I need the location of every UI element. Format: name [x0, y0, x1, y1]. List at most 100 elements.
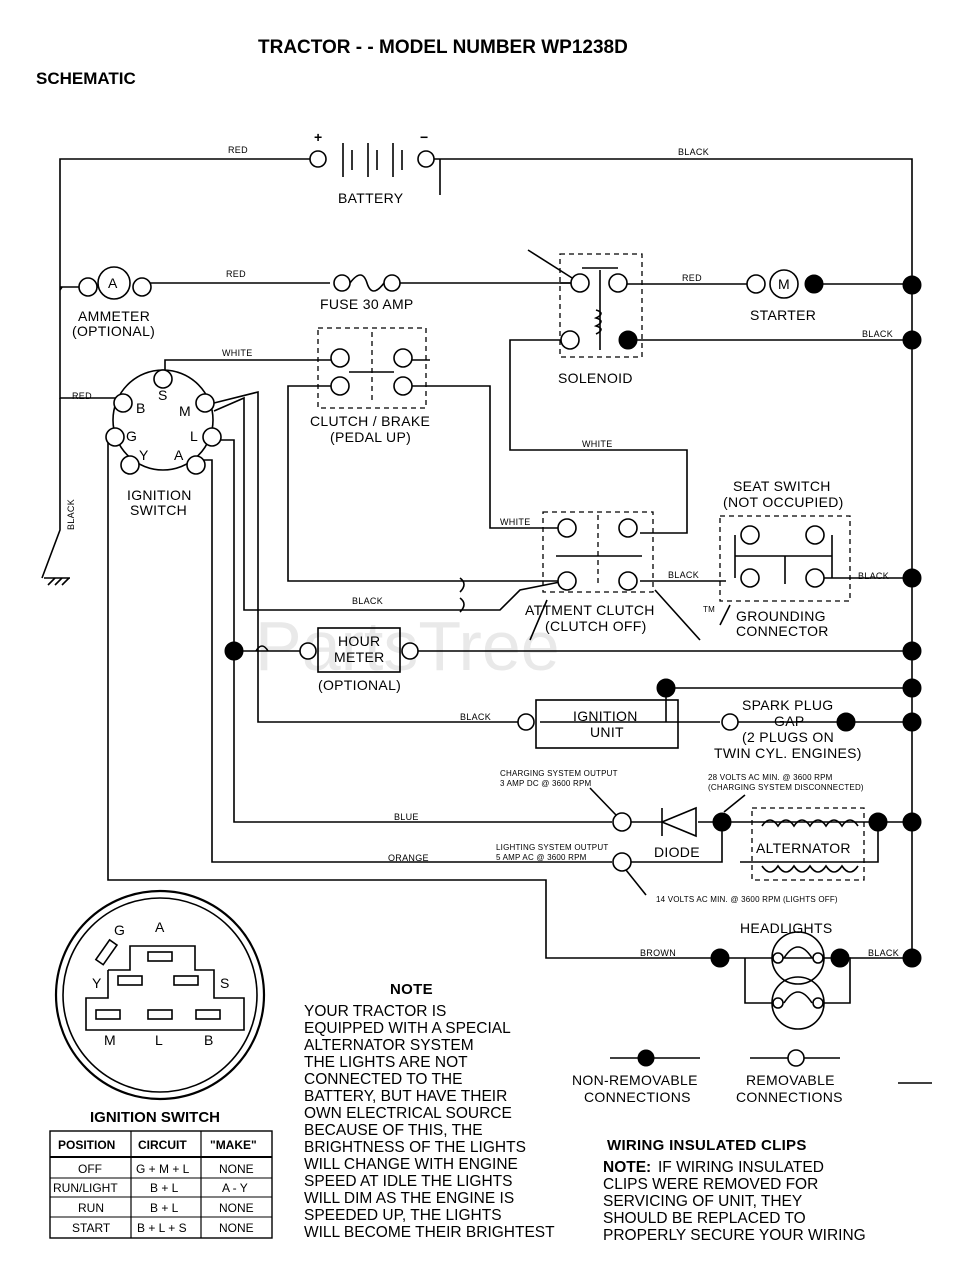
- headlights-label: HEADLIGHTS: [740, 920, 832, 936]
- ignition-switch-label: IGNITION: [127, 487, 192, 503]
- table-cell: A - Y: [222, 1181, 248, 1195]
- note-line: THE LIGHTS ARE NOT: [304, 1054, 468, 1071]
- hour-meter: HOUR METER (OPTIONAL): [299, 627, 419, 693]
- note-line: SPEEDED UP, THE LIGHTS: [304, 1207, 502, 1224]
- legend-removable-2: CONNECTIONS: [736, 1089, 843, 1105]
- spark-plug-label: SPARK PLUG: [742, 697, 833, 713]
- face-terminal-b: B: [204, 1032, 214, 1048]
- junction-dots: [224, 275, 922, 968]
- solenoid: SOLENOID: [558, 253, 643, 386]
- spark-plug: SPARK PLUG GAP (2 PLUGS ON TWIN CYL. ENG…: [714, 697, 862, 761]
- volts-14-label: 14 VOLTS AC MIN. @ 3600 RPM (LIGHTS OFF): [656, 895, 838, 904]
- diode-label: DIODE: [654, 844, 700, 860]
- clips-line: CLIPS WERE REMOVED FOR: [603, 1176, 818, 1193]
- legend-removable: REMOVABLE: [746, 1072, 835, 1088]
- ammeter-label: AMMETER: [78, 308, 150, 324]
- face-terminal-l: L: [155, 1032, 163, 1048]
- attach-clutch-sub: (CLUTCH OFF): [545, 618, 647, 634]
- terminal-s: S: [158, 387, 168, 403]
- table-cell: RUN/LIGHT: [53, 1181, 118, 1195]
- note-heading: NOTE: [390, 981, 433, 998]
- ammeter: A AMMETER (OPTIONAL): [72, 266, 155, 339]
- face-terminal-a: A: [155, 919, 165, 935]
- spark-plug-note-2: TWIN CYL. ENGINES): [714, 745, 862, 761]
- ignition-switch-face: A G Y S M L B: [54, 889, 266, 1101]
- wire-brown: BROWN: [640, 948, 676, 958]
- wires: [41, 158, 913, 1004]
- ignition-switch-label-2: SWITCH: [130, 502, 187, 518]
- starter-symbol: M: [778, 276, 790, 292]
- clips-note: WIRING INSULATED CLIPS NOTE: IF WIRING I…: [603, 1137, 866, 1244]
- wire-black-7: BLACK: [868, 948, 899, 958]
- spark-plug-gap: GAP: [774, 713, 804, 729]
- note-line: WILL DIM AS THE ENGINE IS: [304, 1190, 514, 1207]
- wire-blue: BLUE: [394, 812, 419, 822]
- headlights: HEADLIGHTS: [710, 920, 850, 1030]
- note-line: BRIGHTNESS OF THE LIGHTS: [304, 1139, 526, 1156]
- attach-clutch-label: ATTMENT CLUTCH: [525, 602, 655, 618]
- face-terminal-y: Y: [92, 975, 102, 991]
- note-line: WILL CHANGE WITH ENGINE: [304, 1156, 518, 1173]
- terminal-b: B: [136, 400, 146, 416]
- face-terminal-g: G: [114, 922, 125, 938]
- connections-legend: NON-REMOVABLE CONNECTIONS REMOVABLE CONN…: [572, 1049, 932, 1105]
- table-cell: NONE: [219, 1221, 254, 1235]
- wire-red-2: RED: [226, 269, 246, 279]
- schematic-label: SCHEMATIC: [36, 69, 136, 88]
- table-cell: B + L + S: [137, 1221, 187, 1235]
- clutch-brake-switch: CLUTCH / BRAKE (PEDAL UP): [310, 327, 430, 445]
- wire-black-1: BLACK: [678, 147, 709, 157]
- ignition-switch-table: IGNITION SWITCH POSITION CIRCUIT "MAKE" …: [49, 1109, 273, 1239]
- charging-output-label: CHARGING SYSTEM OUTPUT: [500, 769, 618, 778]
- grounding-label: GROUNDING: [736, 608, 826, 624]
- wire-black-4: BLACK: [858, 571, 889, 581]
- seat-switch: SEAT SWITCH (NOT OCCUPIED) GROUNDING CON…: [719, 478, 851, 639]
- note-line: OWN ELECTRICAL SOURCE: [304, 1105, 512, 1122]
- wire-black-2: BLACK: [862, 329, 893, 339]
- wire-black-3: BLACK: [668, 570, 699, 580]
- wire-white-1: WHITE: [222, 348, 253, 358]
- table-cell: START: [72, 1221, 111, 1235]
- clips-heading: WIRING INSULATED CLIPS: [607, 1137, 807, 1154]
- ignition-table-caption: IGNITION SWITCH: [90, 1109, 220, 1126]
- fuse-label: FUSE 30 AMP: [320, 296, 414, 312]
- wire-black-5: BLACK: [352, 596, 383, 606]
- clutch-brake-label: CLUTCH / BRAKE: [310, 413, 430, 429]
- note-line: WILL BECOME THEIR BRIGHTEST: [304, 1224, 555, 1241]
- clips-note-prefix: NOTE:: [603, 1159, 651, 1176]
- note-line: BECAUSE OF THIS, THE: [304, 1122, 483, 1139]
- hour-meter-label: HOUR: [338, 633, 380, 649]
- starter-label: STARTER: [750, 307, 816, 323]
- th-circuit: CIRCUIT: [138, 1138, 187, 1152]
- hour-meter-optional: (OPTIONAL): [318, 677, 401, 693]
- note-line: CONNECTED TO THE: [304, 1071, 462, 1088]
- wire-crossovers: [255, 577, 465, 652]
- legend-non-removable-2: CONNECTIONS: [584, 1089, 691, 1105]
- terminal-l: L: [190, 428, 198, 444]
- face-terminal-s: S: [220, 975, 230, 991]
- th-make: "MAKE": [210, 1138, 257, 1152]
- wire-white-2: WHITE: [582, 439, 613, 449]
- hour-meter-label-2: METER: [334, 649, 385, 665]
- table-cell: OFF: [78, 1162, 102, 1176]
- wire-labels: RED BLACK RED RED BLACK WHITE RED WHITE …: [66, 145, 899, 958]
- terminal-m: M: [179, 403, 191, 419]
- battery-label: BATTERY: [338, 190, 404, 206]
- fuse: FUSE 30 AMP: [320, 274, 414, 312]
- wire-white-3: WHITE: [500, 517, 531, 527]
- charging-system: CHARGING SYSTEM OUTPUT 3 AMP DC @ 3600 R…: [496, 769, 888, 904]
- note-line: BATTERY, BUT HAVE THEIR: [304, 1088, 507, 1105]
- lighting-output-label: LIGHTING SYSTEM OUTPUT: [496, 843, 608, 852]
- note-line: EQUIPPED WITH A SPECIAL: [304, 1020, 511, 1037]
- ammeter-symbol: A: [108, 275, 118, 291]
- note-line: ALTERNATOR SYSTEM: [304, 1037, 474, 1054]
- seat-switch-sub: (NOT OCCUPIED): [723, 494, 844, 510]
- alternator-label: ALTERNATOR: [756, 840, 851, 856]
- battery-plus: +: [314, 129, 322, 145]
- attachment-clutch-switch: ATTMENT CLUTCH (CLUTCH OFF): [525, 511, 701, 641]
- ignition-unit: IGNITION UNIT: [517, 699, 856, 749]
- table-cell: RUN: [78, 1201, 104, 1215]
- page-title: TRACTOR - - MODEL NUMBER WP1238D: [258, 37, 628, 58]
- note-line: YOUR TRACTOR IS: [304, 1003, 446, 1020]
